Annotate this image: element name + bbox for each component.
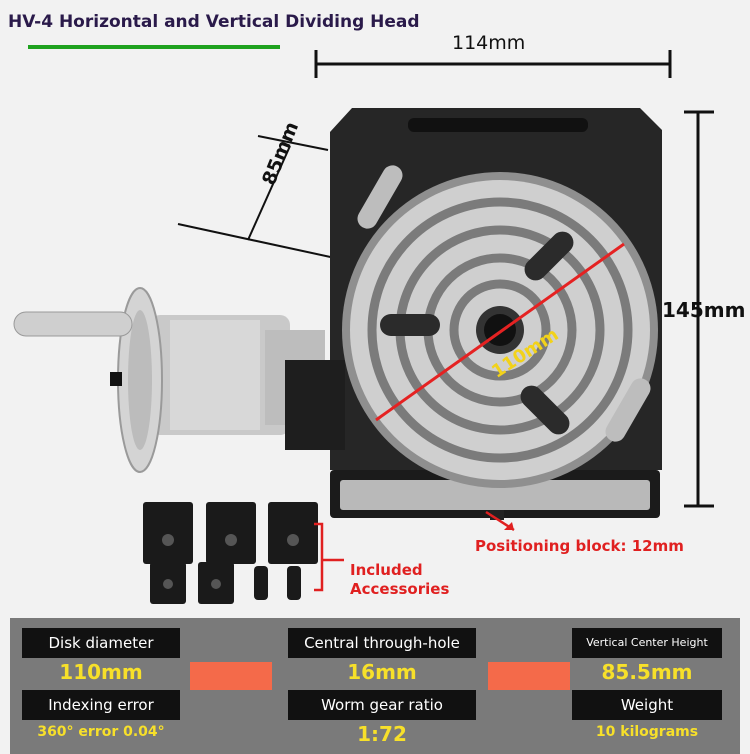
- width-dimension-label: 114mm: [452, 32, 526, 54]
- spec-value-weight: 10 kilograms: [595, 724, 699, 740]
- spec-label-weight: Weight: [572, 690, 722, 720]
- spec-value-indexing-error: 360° error 0.04°: [37, 724, 165, 740]
- spec-value-disk-diameter: 110mm: [59, 660, 143, 684]
- accessories-label-line2: Accessories: [350, 580, 450, 598]
- page-title: HV-4 Horizontal and Vertical Dividing He…: [8, 12, 420, 32]
- spec-value-center-height: 85.5mm: [601, 660, 693, 684]
- spec-label-indexing-error: Indexing error: [22, 690, 180, 720]
- spec-label-through-hole: Central through-hole: [288, 628, 476, 658]
- accessories-label-line1: Included: [350, 561, 423, 579]
- height-dimension-label: 145mm: [662, 298, 746, 322]
- spec-value-through-hole: 16mm: [347, 660, 417, 684]
- spec-panel: Disk diameter 110mm Central through-hole…: [10, 618, 740, 754]
- spec-label-center-height: Vertical Center Height: [572, 628, 722, 658]
- accessories: [143, 502, 318, 604]
- title-underline: [28, 45, 280, 49]
- spec-accent-box: [190, 662, 272, 690]
- positioning-block-label: Positioning block: 12mm: [475, 537, 684, 555]
- product-photo: [13, 50, 714, 604]
- spec-label-worm-gear-ratio: Worm gear ratio: [288, 690, 476, 720]
- spec-value-worm-gear-ratio: 1:72: [357, 722, 407, 746]
- spec-label-disk-diameter: Disk diameter: [22, 628, 180, 658]
- spec-accent-box: [488, 662, 570, 690]
